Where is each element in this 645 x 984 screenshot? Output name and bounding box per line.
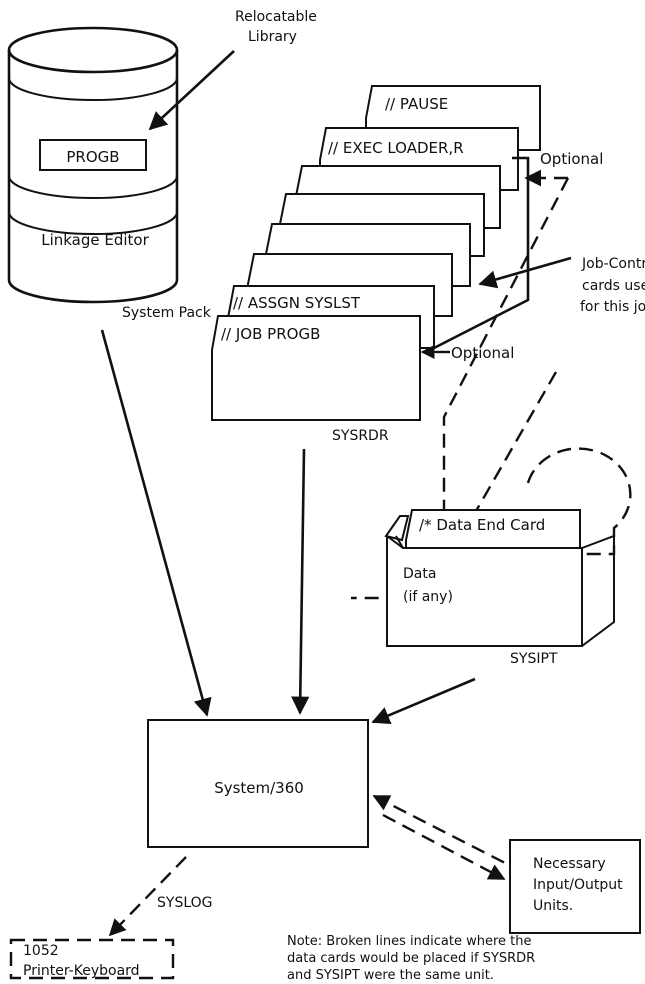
sysrdr-label: SYSRDR [332, 428, 389, 444]
sysrdr-to-system-arrow [291, 448, 310, 715]
sysipt-to-system-arrow [371, 677, 476, 725]
relocatable-label-line2: Library [248, 29, 297, 45]
io-arrow-lower [382, 813, 506, 881]
progb-module-box [39, 139, 147, 171]
optional-top-label: Optional [540, 150, 603, 168]
data-label-line1: Data [403, 566, 436, 582]
relocatable-library-arrow [148, 50, 235, 131]
system360-label: System/360 [214, 779, 304, 797]
data-end-card-label: /* Data End Card [419, 516, 545, 534]
printer-line2: Printer-Keyboard [23, 963, 140, 979]
printer-keyboard-box [9, 938, 175, 980]
job-control-arrow [478, 256, 572, 289]
job-control-line3: for this job [580, 299, 645, 315]
note-line1: Note: Broken lines indicate where the [287, 934, 531, 949]
data-label-line2: (if any) [403, 589, 453, 605]
job-control-line1: Job-Control [581, 256, 645, 272]
sysipt-label: SYSIPT [510, 651, 558, 667]
syslog-arrow [108, 856, 187, 937]
sysrdr-card-deck: // PAUSE // EXEC LOADER,R // ASSGN SYSLS… [211, 85, 541, 444]
card-assgn-syslst-label: // ASSGN SYSLST [233, 294, 361, 312]
card-pause-label: // PAUSE [385, 95, 448, 113]
io-arrow-upper [372, 794, 506, 865]
card-job-progb-label: // JOB PROGB [221, 325, 320, 343]
note-line2: data cards would be placed if SYSRDR [287, 951, 535, 966]
syslog-label: SYSLOG [157, 895, 213, 911]
linkage-editor-label: Linkage Editor [41, 231, 149, 249]
io-units-box [509, 839, 641, 934]
system360-box [147, 719, 369, 848]
system-pack-label: System Pack [122, 305, 212, 321]
printer-line1: 1052 [23, 943, 59, 959]
note-line3: and SYSIPT were the same unit. [287, 968, 494, 983]
io-units-line3: Units. [533, 898, 573, 914]
card-data-side [581, 534, 615, 647]
sysipt-card-deck: /* Data End Card Data (if any) SYSIPT [384, 447, 632, 667]
job-control-line2: cards used [582, 278, 645, 294]
disk-to-system-arrow [100, 329, 212, 717]
relocatable-label-line1: Relocatable [235, 9, 317, 25]
job-control-bracket [433, 156, 530, 350]
card-exec-loader-label: // EXEC LOADER,R [328, 139, 464, 157]
io-units-line1: Necessary [533, 856, 606, 872]
optional-bottom-label: Optional [451, 344, 514, 362]
sysipt-loop-dash [526, 447, 632, 556]
card-job-progb [211, 315, 421, 421]
relocatable-library-callout: Relocatable Library [148, 9, 317, 131]
card-data [386, 534, 583, 647]
progb-label: PROGB [66, 148, 119, 166]
dashed-placement-path [351, 169, 570, 600]
io-units-line2: Input/Output [533, 877, 623, 893]
system-pack-disk: PROGB Linkage Editor System Pack [7, 26, 212, 321]
